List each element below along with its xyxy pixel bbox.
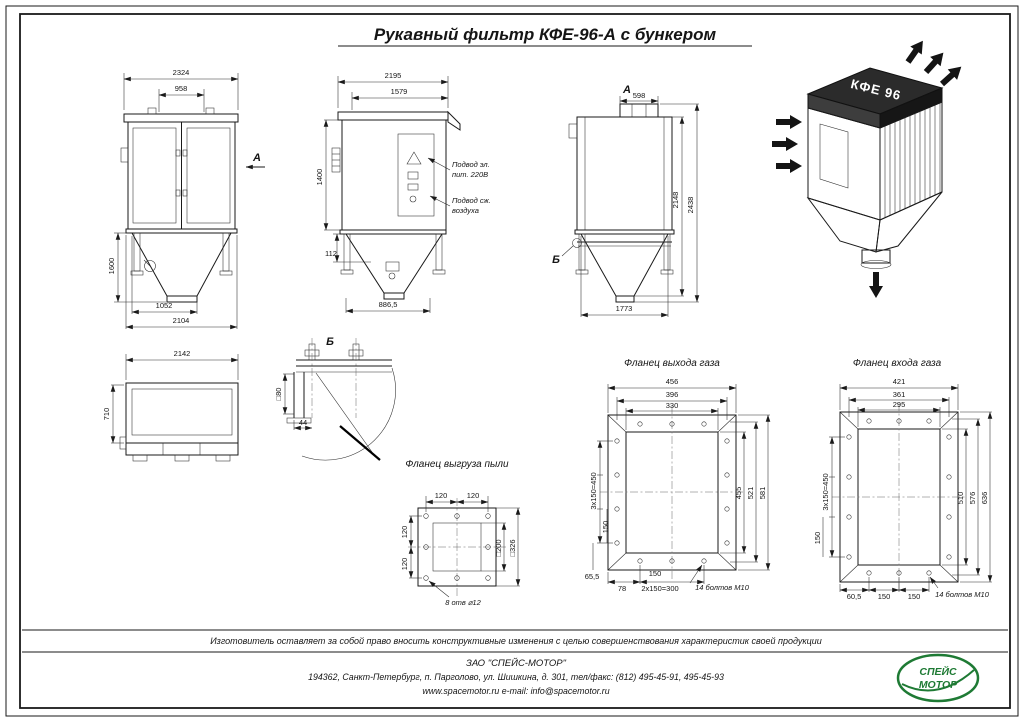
- dim-viewa-hatch: 598: [633, 91, 646, 100]
- dim-dust-outer: □326: [508, 539, 517, 556]
- flange-dust: Фланец выгруза пыли 120 120 120 120 □200…: [400, 459, 521, 607]
- side-view: 2195 1579 1400 112 886,5 Подвод эл. пит.…: [315, 71, 491, 314]
- disclaimer-text: Изготовитель оставляет за собой право вн…: [210, 636, 822, 646]
- dim-dust-top-left: 120: [435, 491, 448, 500]
- dim-dust-opening: □200: [494, 539, 503, 556]
- dim-plan-width: 2142: [174, 349, 191, 358]
- dim-in-bolt-pitch-v: 3х150=450: [821, 473, 830, 510]
- dim-in-pitch-150: 150: [813, 532, 822, 545]
- note-air-line1: Подвод сж.: [452, 196, 491, 205]
- note-air-line2: воздуха: [452, 206, 479, 215]
- dim-out-bottom-150: 150: [649, 569, 662, 578]
- dim-viewa-total-height: 2438: [686, 197, 695, 214]
- note-power-line2: пит. 220В: [452, 170, 488, 179]
- note-dust-holes: 8 отв ⌀12: [445, 598, 481, 607]
- view-a: А 598 2148 2438 Б 1773: [552, 84, 700, 318]
- dim-out-bottom-pitch: 2х150=300: [641, 584, 678, 593]
- detail-b-label: Б: [326, 336, 334, 348]
- dim-in-bolt-height: 576: [968, 492, 977, 505]
- dim-out-bolt-pitch-v: 3х150=450: [589, 472, 598, 509]
- dim-dust-top-right: 120: [467, 491, 480, 500]
- note-out-bolts: 14 болтов М10: [695, 583, 750, 592]
- outlet-arrow-icon: [923, 52, 944, 75]
- iso-view: КФЕ 96: [772, 40, 962, 298]
- dim-out-offset-655: 65,5: [585, 572, 600, 581]
- dim-detail-offset: 44: [299, 418, 307, 427]
- dim-in-outer-width: 421: [893, 377, 906, 386]
- outlet-arrow-icon: [905, 40, 923, 64]
- dim-out-offset-78: 78: [618, 584, 626, 593]
- dim-front-hatch-width: 958: [175, 84, 188, 93]
- dim-out-outer-width: 456: [666, 377, 679, 386]
- front-view: 2324 958 А 1600 1052 2104: [107, 68, 265, 330]
- dim-out-bolt-width: 396: [666, 390, 679, 399]
- footer-block: Изготовитель оставляет за собой право вн…: [22, 629, 1008, 703]
- dim-front-total-width: 2324: [173, 68, 190, 77]
- dim-out-bolt-height: 521: [746, 487, 755, 500]
- dust-arrow-icon: [869, 272, 883, 298]
- dim-viewa-body-height: 2148: [671, 192, 680, 209]
- dim-front-base-width: 2104: [173, 316, 190, 325]
- company-web: www.spacemotor.ru e-mail: info@spacemoto…: [422, 686, 609, 696]
- dim-detail-profile: □80: [274, 388, 283, 401]
- dim-in-opening-width: 295: [893, 400, 906, 409]
- inlet-arrow-icon: [776, 115, 802, 129]
- dim-in-bolt-width: 361: [893, 390, 906, 399]
- dim-in-offset: 60,5: [847, 592, 862, 601]
- dim-dust-left-top: 120: [400, 526, 409, 539]
- sheet-frame: [5, 5, 1019, 717]
- detail-b: Б □80 44: [274, 336, 396, 461]
- dim-out-opening-width: 330: [666, 401, 679, 410]
- outlet-arrow-icon: [939, 66, 962, 87]
- flange-in: Фланец входа газа 421 361 295 3х150=450: [813, 358, 993, 601]
- dim-out-pitch-150: 150: [601, 521, 610, 534]
- inlet-arrow-icon: [776, 159, 802, 173]
- dim-plan-depth: 710: [102, 408, 111, 421]
- view-a-label: А: [622, 84, 631, 96]
- logo-text-bottom: МОТОР: [919, 679, 958, 691]
- dim-in-bottom-150a: 150: [878, 592, 891, 601]
- flange-dust-title: Фланец выгруза пыли: [405, 459, 509, 470]
- dim-out-opening-height: 455: [734, 487, 743, 500]
- flange-out-title: Фланец выхода газа: [624, 358, 720, 369]
- dim-front-outlet-offset: 1052: [156, 301, 173, 310]
- company-name: ЗАО "СПЕЙС-МОТОР": [466, 657, 567, 669]
- dim-side-total-depth: 2195: [385, 71, 402, 80]
- drawing-title: Рукавный фильтр КФЕ-96-А с бункером: [338, 25, 752, 47]
- company-logo: СПЕЙС МОТОР: [896, 653, 980, 703]
- detail-b-callout: Б: [552, 254, 560, 266]
- dim-side-ledge: 112: [325, 249, 337, 258]
- dim-side-hopper-depth: 886,5: [379, 300, 398, 309]
- note-power-line1: Подвод эл.: [452, 160, 490, 169]
- flange-in-title: Фланец входа газа: [853, 358, 942, 369]
- dim-side-inner-depth: 1579: [391, 87, 408, 96]
- dim-dust-left-bottom: 120: [400, 558, 409, 571]
- dim-out-outer-height: 581: [758, 487, 767, 500]
- dim-front-hopper-height: 1600: [107, 258, 116, 275]
- note-in-bolts: 14 болтов М10: [935, 590, 990, 599]
- logo-text-top: СПЕЙС: [919, 665, 957, 678]
- dim-in-bottom-150b: 150: [908, 592, 921, 601]
- page-title: Рукавный фильтр КФЕ-96-А с бункером: [374, 25, 717, 44]
- section-arrow-label: А: [252, 152, 261, 164]
- company-address: 194362, Санкт-Петербург, п. Парголово, у…: [308, 672, 724, 682]
- dim-in-opening-height: 510: [956, 492, 965, 505]
- plan-view: 2142 710: [102, 349, 239, 462]
- dim-side-body-height: 1400: [315, 169, 324, 186]
- flange-out: Фланец выхода газа 456 396 330 3х150=450: [585, 358, 771, 593]
- dim-viewa-base: 1773: [616, 304, 633, 313]
- inlet-arrow-icon: [772, 137, 798, 151]
- dim-in-outer-height: 636: [980, 492, 989, 505]
